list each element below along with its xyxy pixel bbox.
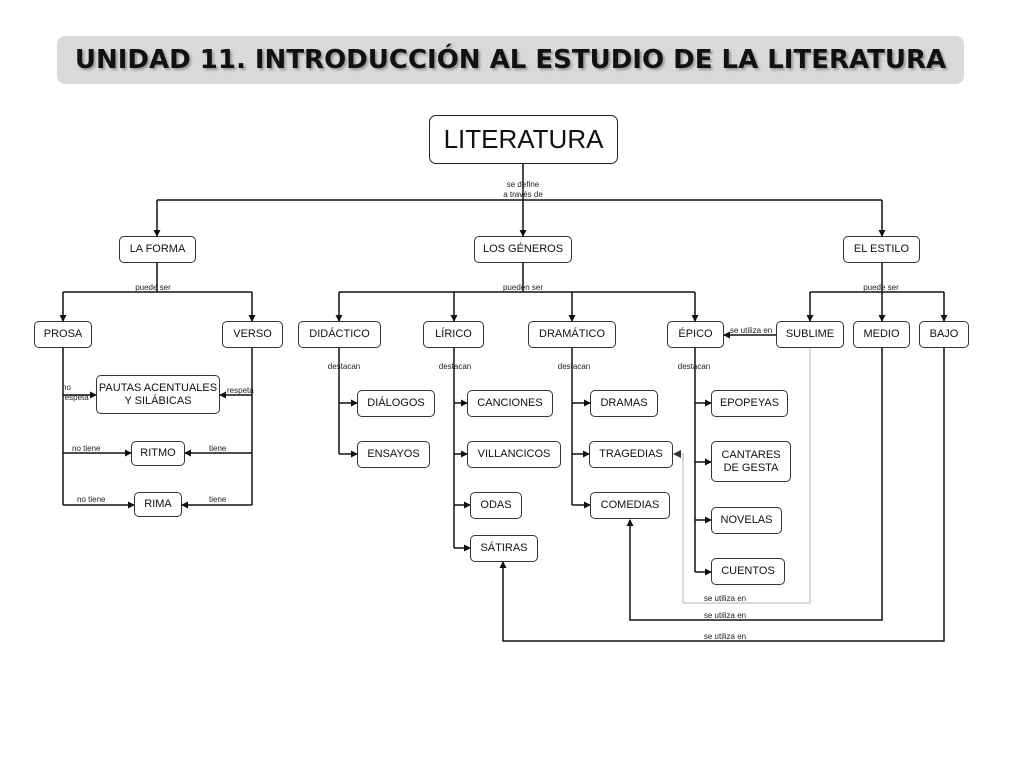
node-prosa: PROSA [34, 321, 92, 348]
title-banner: UNIDAD 11. INTRODUCCIÓN AL ESTUDIO DE LA… [57, 36, 964, 84]
label-destacan-lirico: destacan [438, 362, 472, 371]
label-no-tiene-rima: no tiene [77, 495, 106, 504]
label-tiene-ritmo: tiene [209, 444, 227, 453]
node-canciones: CANCIONES [467, 390, 553, 417]
label-se-utiliza-epico: se utiliza en [730, 326, 773, 335]
node-dialogos: DIÁLOGOS [357, 390, 435, 417]
node-dramatico: DRAMÁTICO [528, 321, 616, 348]
connector [626, 348, 883, 621]
node-didactico: DIDÁCTICO [298, 321, 381, 348]
node-lirico: LÍRICO [423, 321, 484, 348]
node-odas: ODAS [470, 492, 522, 519]
node-ensayos: ENSAYOS [357, 441, 430, 468]
node-sublime: SUBLIME [776, 321, 844, 348]
label-no-tiene-ritmo: no tiene [72, 444, 101, 453]
node-cuentos: CUENTOS [711, 558, 785, 585]
label-se-utiliza-medio: se utiliza en [703, 611, 747, 620]
label-pueden-ser: pueden ser [502, 283, 544, 292]
node-verso: VERSO [222, 321, 283, 348]
page-title: UNIDAD 11. INTRODUCCIÓN AL ESTUDIO DE LA… [74, 45, 947, 75]
node-villancicos: VILLANCICOS [467, 441, 561, 468]
label-destacan-dramatico: destacan [557, 362, 591, 371]
label-destacan-didactico: destacan [327, 362, 361, 371]
label-se-utiliza-bajo: se utiliza en [703, 632, 747, 641]
label-no-respeta: no respeta [62, 383, 89, 402]
node-novelas: NOVELAS [711, 507, 782, 534]
node-epico: ÉPICO [667, 321, 724, 348]
node-los-generos: LOS GÉNEROS [474, 236, 572, 263]
label-tiene-rima: tiene [209, 495, 227, 504]
node-bajo: BAJO [919, 321, 969, 348]
label-puede-ser-estilo: puede ser [863, 283, 899, 292]
label-se-define: se define a través de [503, 180, 543, 199]
node-ritmo: RITMO [131, 441, 185, 466]
node-epopeyas: EPOPEYAS [711, 390, 788, 417]
node-tragedias: TRAGEDIAS [589, 441, 673, 468]
label-destacan-epico: destacan [677, 362, 711, 371]
node-dramas: DRAMAS [590, 390, 658, 417]
connector [673, 450, 681, 458]
node-comedias: COMEDIAS [590, 492, 670, 519]
label-se-utiliza-sublime: se utiliza en [703, 594, 747, 603]
node-medio: MEDIO [853, 321, 910, 348]
node-la-forma: LA FORMA [119, 236, 196, 263]
node-satiras: SÁTIRAS [470, 535, 538, 562]
node-el-estilo: EL ESTILO [843, 236, 920, 263]
node-literatura: LITERATURA [429, 115, 618, 164]
node-pautas: PAUTAS ACENTUALES Y SILÁBICAS [96, 375, 220, 414]
node-cantares: CANTARES DE GESTA [711, 441, 791, 482]
node-rima: RIMA [134, 492, 182, 517]
label-puede-ser-forma: puede ser [135, 283, 171, 292]
connector [499, 348, 945, 642]
label-respeta: respeta [227, 386, 254, 395]
